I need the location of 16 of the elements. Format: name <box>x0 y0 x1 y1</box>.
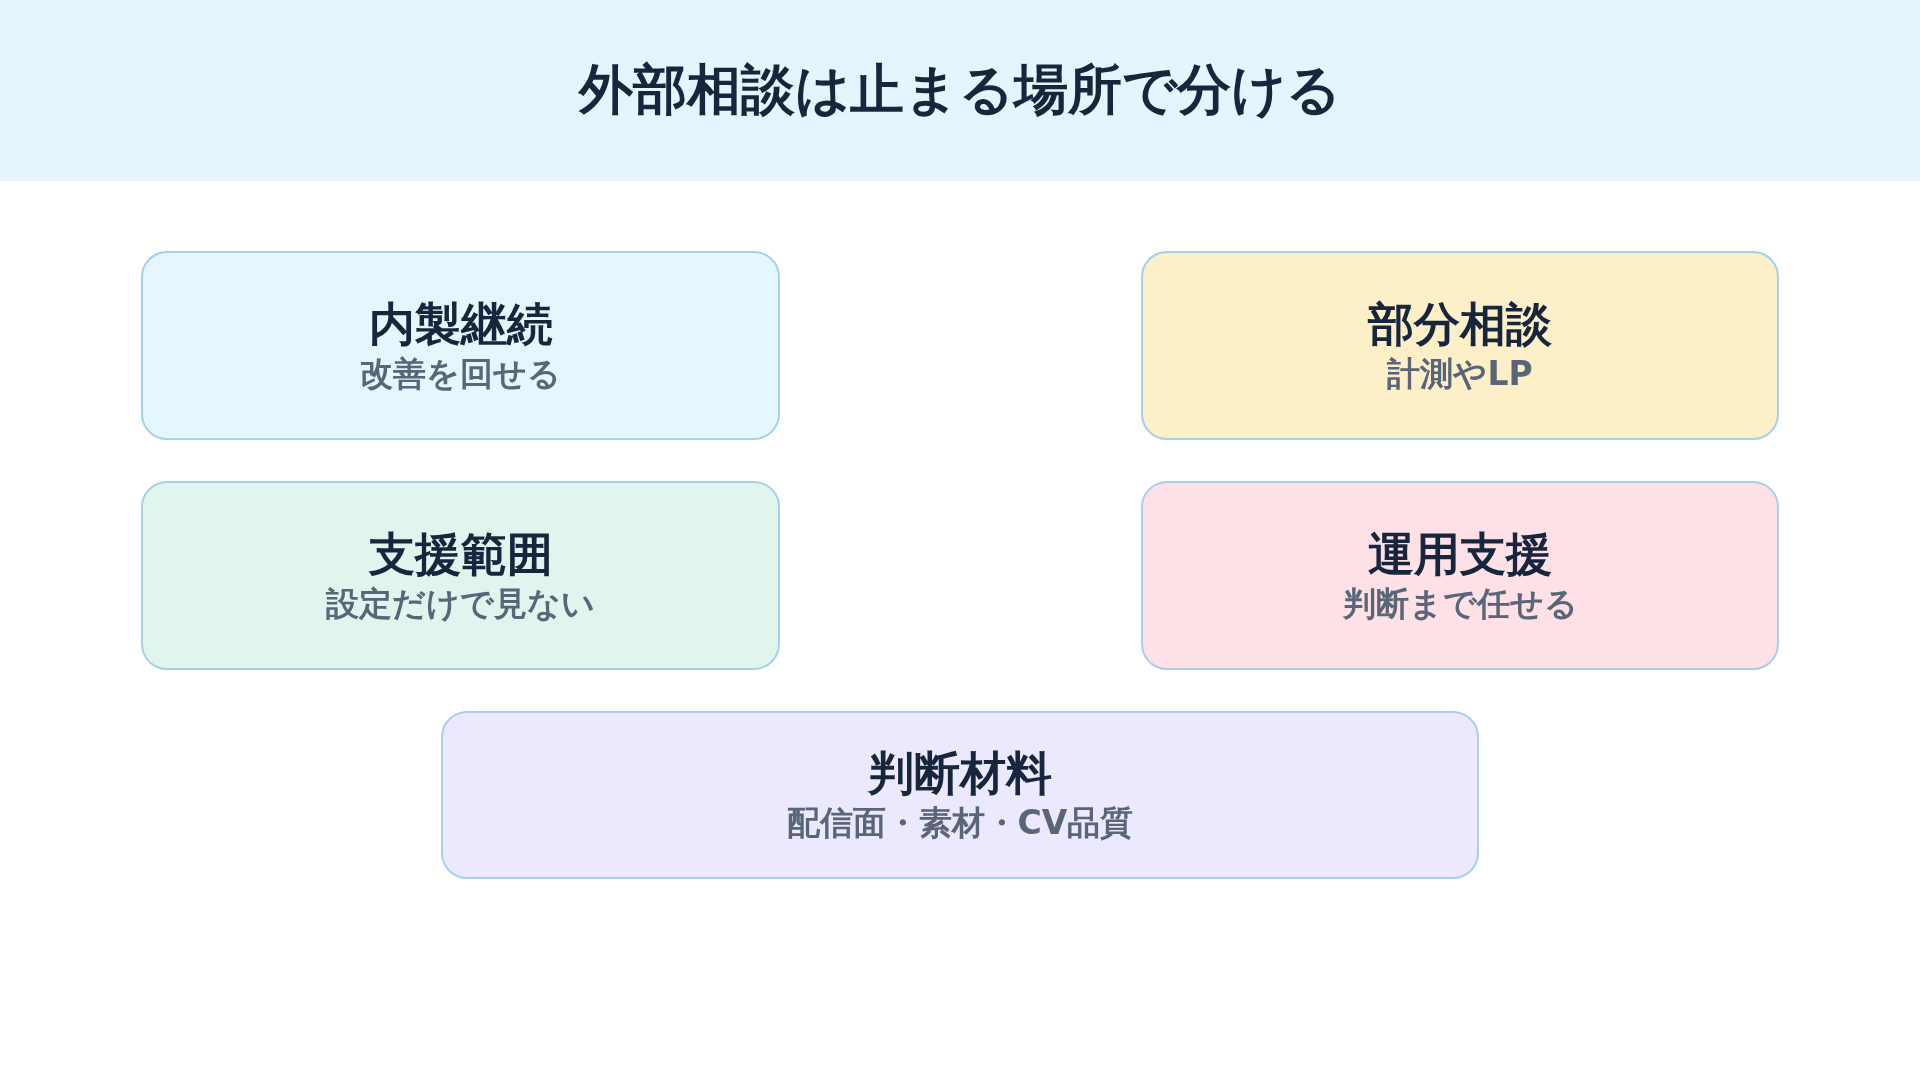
card-subtext: 計測やLP <box>1387 352 1533 395</box>
card-subtext: 判断まで任せる <box>1342 582 1578 625</box>
category-card <box>1141 251 1779 440</box>
card-subtext: 配信面・素材・CV品質 <box>786 802 1134 844</box>
card-heading: 内製継続 <box>368 295 553 352</box>
card-heading: 部分相談 <box>1368 295 1552 352</box>
category-card <box>141 481 780 670</box>
card-heading: 支援範囲 <box>368 525 553 582</box>
category-card <box>1141 481 1779 670</box>
category-card <box>141 251 780 440</box>
card-subtext: 改善を回せる <box>360 352 561 395</box>
title: 外部相談は止まる場所で分ける <box>577 57 1342 123</box>
category-card <box>441 711 1479 879</box>
card-subtext: 設定だけで見ない <box>326 582 595 625</box>
card-heading: 判断材料 <box>868 745 1052 801</box>
card-heading: 運用支援 <box>1368 525 1552 582</box>
